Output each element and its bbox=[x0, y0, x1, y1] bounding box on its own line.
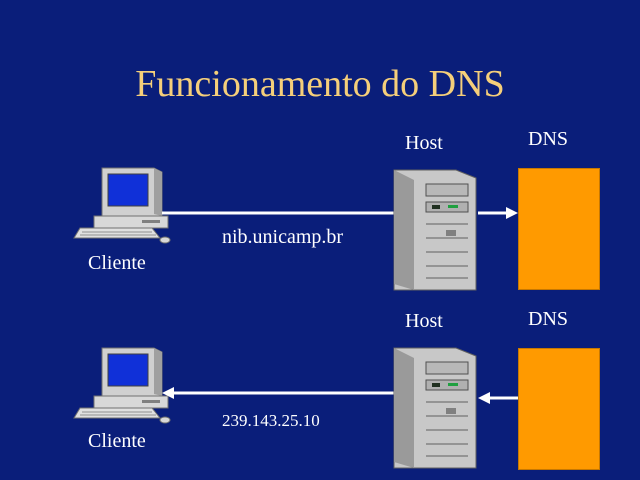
host-label: Host bbox=[405, 132, 443, 154]
client-computer-icon bbox=[73, 167, 171, 244]
client-computer-icon bbox=[73, 347, 171, 424]
client-label: Cliente bbox=[88, 252, 146, 274]
host-server-icon bbox=[393, 347, 477, 469]
tower-server-icon bbox=[393, 169, 477, 291]
slide-title: Funcionamento do DNS bbox=[135, 63, 505, 105]
response-message: 239.143.25.10 bbox=[222, 411, 320, 430]
forward-arrow bbox=[478, 207, 518, 219]
response-arrow bbox=[162, 387, 407, 399]
dns-server-box bbox=[518, 168, 600, 290]
desktop-computer-icon bbox=[73, 347, 171, 424]
host-label: Host bbox=[405, 310, 443, 332]
dns-server-box bbox=[518, 348, 600, 470]
query-arrow bbox=[162, 207, 407, 219]
client-label: Cliente bbox=[88, 430, 146, 452]
host-server-icon bbox=[393, 169, 477, 291]
backward-arrow bbox=[478, 392, 518, 404]
desktop-computer-icon bbox=[73, 167, 171, 244]
query-message: nib.unicamp.br bbox=[222, 226, 344, 248]
dns-label: DNS bbox=[528, 128, 569, 150]
tower-server-icon bbox=[393, 347, 477, 469]
dns-label: DNS bbox=[528, 308, 569, 330]
